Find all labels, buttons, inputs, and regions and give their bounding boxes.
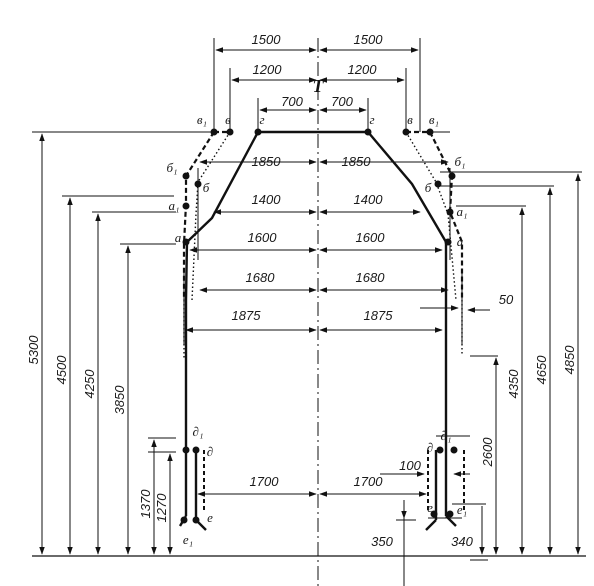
dim-1600-right: 1600 [356, 230, 386, 245]
dim-1850-right: 1850 [342, 154, 372, 169]
height-4650: 4650 [534, 355, 549, 385]
label-d-left: ∂ [207, 444, 213, 459]
dim-1400-right: 1400 [354, 192, 384, 207]
label-v1-left: в₁ [197, 112, 207, 127]
label-g-right: г [369, 112, 374, 127]
dim-1200-right: 1200 [348, 62, 378, 77]
point-v1-left [210, 128, 218, 136]
point-a-right [444, 238, 452, 246]
label-d-right: ∂ [427, 440, 433, 455]
dim-1875-right: 1875 [364, 308, 394, 323]
point-d1-right [450, 446, 458, 454]
label-v-left: в [225, 112, 231, 127]
height-3850: 3850 [112, 385, 127, 415]
dim-1600-left: 1600 [248, 230, 278, 245]
label-v1-right: в₁ [429, 112, 439, 127]
point-b1-left [182, 172, 190, 180]
point-e1-right [446, 510, 454, 518]
point-b1-right [448, 172, 456, 180]
height-4350: 4350 [506, 369, 521, 399]
point-v-right [402, 128, 410, 136]
dim-1850-left: 1850 [252, 154, 282, 169]
dotted-reference-lines [183, 131, 463, 360]
label-a1-right: а₁ [456, 204, 467, 219]
contour-points [180, 128, 458, 524]
label-v-right: в [407, 112, 413, 127]
point-v-left [226, 128, 234, 136]
height-dimension-lines [39, 133, 581, 555]
height-4250: 4250 [82, 369, 97, 399]
point-e-left [192, 516, 200, 524]
label-a-left: а [175, 230, 182, 245]
point-d-left [192, 446, 200, 454]
dim-350: 350 [371, 534, 393, 549]
label-b-left: б [203, 180, 210, 195]
height-5300: 5300 [26, 335, 41, 365]
height-1370: 1370 [138, 489, 153, 519]
dim-1500-right: 1500 [354, 32, 384, 47]
dim-1680-left: 1680 [246, 270, 276, 285]
dim-340: 340 [451, 534, 473, 549]
label-b1-left: б₁ [166, 160, 177, 175]
point-g-right [364, 128, 372, 136]
outer-contour [182, 130, 464, 300]
dim-1680-right: 1680 [356, 270, 386, 285]
dim-50: 50 [499, 292, 514, 307]
label-e1-left: е₁ [183, 532, 193, 547]
dim-1500-left: 1500 [252, 32, 282, 47]
point-e1-left [180, 516, 188, 524]
point-b-left [194, 180, 202, 188]
dim-100: 100 [399, 458, 421, 473]
point-d1-left [182, 446, 190, 454]
label-b1-right: б₁ [454, 154, 465, 169]
label-g-left: г [259, 112, 264, 127]
label-e-right: е [427, 500, 433, 515]
height-4500: 4500 [54, 355, 69, 385]
point-g-left [254, 128, 262, 136]
height-2600: 2600 [480, 437, 495, 468]
small-dimension-lines [380, 305, 490, 576]
dim-1200-left: 1200 [253, 62, 283, 77]
point-a1-left [182, 202, 190, 210]
dim-1700-left: 1700 [250, 474, 280, 489]
point-a1-right [446, 208, 454, 216]
label-d1-left: ∂₁ [193, 424, 204, 439]
label-a1-left: а₁ [168, 198, 179, 213]
point-d-right [436, 446, 444, 454]
label-d1-right: ∂₁ [441, 428, 452, 443]
label-a-right: а [457, 234, 464, 249]
height-4850: 4850 [562, 345, 577, 375]
point-v1-right [426, 128, 434, 136]
dim-1400-left: 1400 [252, 192, 282, 207]
point-e-right [430, 510, 438, 518]
dim-700-left: 700 [281, 94, 303, 109]
center-mark: T [313, 76, 325, 96]
dim-1700-right: 1700 [354, 474, 384, 489]
dim-700-right: 700 [331, 94, 353, 109]
dimension-lines-left [185, 47, 317, 497]
dimension-lines-right [319, 47, 449, 497]
point-a-left [182, 238, 190, 246]
lower-legs-dashed [203, 450, 465, 512]
point-b-right [434, 180, 442, 188]
label-b-right: б [425, 180, 432, 195]
dim-1875-left: 1875 [232, 308, 262, 323]
height-extension-lines [62, 171, 582, 521]
extension-lines [183, 38, 463, 586]
label-e1-right: е₁ [457, 502, 467, 517]
height-1270: 1270 [154, 493, 169, 523]
label-e-left: е [207, 510, 213, 525]
